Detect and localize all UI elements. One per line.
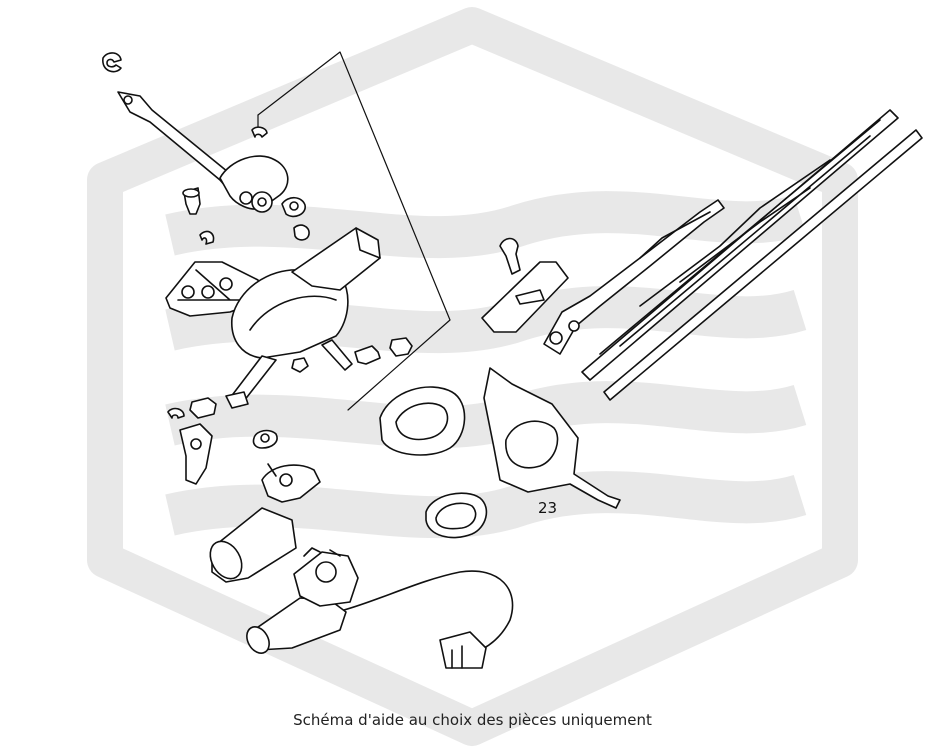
blade-frame: [639, 159, 831, 307]
stud-bolt: [354, 345, 381, 365]
clip-part: [102, 52, 122, 73]
spring-clip: [199, 230, 215, 245]
connector-plug: [439, 631, 487, 669]
clip-small: [167, 407, 185, 419]
blade-refill: [603, 129, 923, 401]
lower-arm-2: [321, 339, 353, 371]
caption-text: Schéma d'aide au choix des pièces unique…: [293, 711, 652, 729]
bracket-plate: [179, 423, 213, 485]
bushing: [293, 224, 310, 241]
seal-ring-small: [425, 492, 488, 539]
hex-nut: [389, 337, 413, 357]
arm-tab: [225, 391, 249, 409]
rubber-boot: [189, 397, 217, 419]
linkage-hole: [123, 95, 133, 105]
seal-ring-large: [379, 386, 466, 456]
trim-cover: [483, 367, 621, 509]
pivot-nut: [239, 191, 253, 205]
leader-box: [257, 51, 451, 411]
watermark-hexagon: [87, 7, 858, 746]
pivot-housing: [231, 269, 349, 359]
arm-bolt: [499, 237, 521, 275]
watermark-wave-1: [165, 191, 807, 259]
motor-cable: [343, 570, 514, 653]
small-clip: [251, 126, 268, 138]
watermark-wave-4: [165, 471, 807, 539]
watermark-logo: [87, 7, 858, 746]
hex-nut-small: [291, 357, 309, 373]
arm-cap: [481, 261, 569, 333]
callout-label-23: 23: [538, 499, 557, 517]
